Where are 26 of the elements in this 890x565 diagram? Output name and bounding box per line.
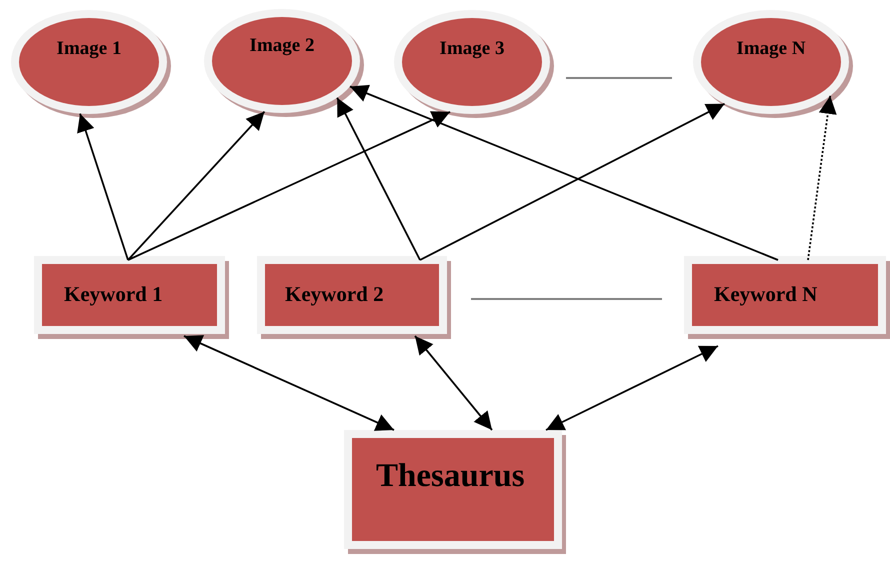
keyword-box	[34, 256, 229, 339]
image-ellipse	[693, 10, 853, 118]
image-ellipse	[394, 10, 554, 118]
arrow	[127, 111, 266, 261]
image-label: Image 1	[56, 38, 122, 60]
box-label: Keyword 2	[284, 282, 385, 307]
arrow	[184, 335, 394, 431]
arrow	[420, 102, 725, 261]
arrow	[414, 335, 493, 431]
arrow	[128, 111, 450, 261]
arrow	[807, 96, 837, 260]
arrow	[77, 113, 129, 260]
arrow	[336, 97, 421, 260]
arrow	[350, 84, 778, 261]
image-label: Image 3	[438, 38, 506, 60]
box-label: Thesaurus	[375, 458, 526, 495]
keyword-box	[684, 256, 890, 339]
image-ellipse	[204, 9, 364, 117]
image-label: Image 2	[248, 35, 316, 57]
image-ellipse	[11, 10, 171, 118]
keyword-box	[257, 256, 451, 339]
arrow	[546, 345, 718, 431]
box-label: Keyword 1	[63, 282, 164, 307]
image-label: Image N	[735, 38, 807, 60]
thesaurus-box	[344, 430, 566, 554]
box-label: Keyword N	[713, 282, 818, 307]
